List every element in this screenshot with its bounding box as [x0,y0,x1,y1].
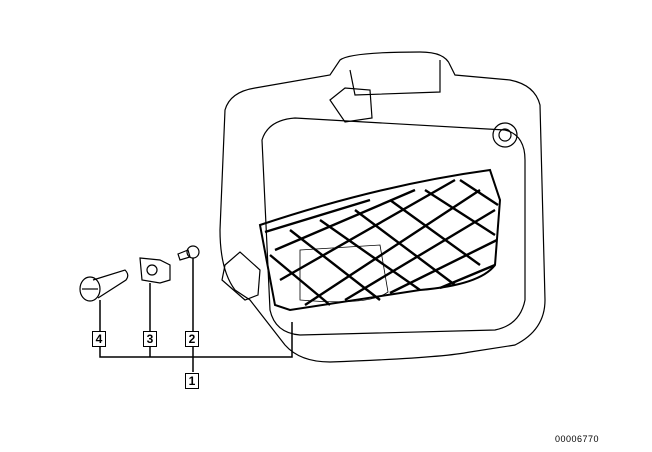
reference-number: 00006770 [555,434,600,444]
callout-1: 1 [185,373,199,389]
rivet-part-4 [79,269,129,302]
callout-2: 2 [185,331,199,347]
clip-nut-part-3 [139,257,171,284]
callout-4: 4 [92,331,106,347]
screw-part-2 [177,245,200,261]
leader-lines [99,258,293,372]
callout-3: 3 [143,331,157,347]
luggage-net [258,168,502,312]
case-drawing [219,51,546,363]
